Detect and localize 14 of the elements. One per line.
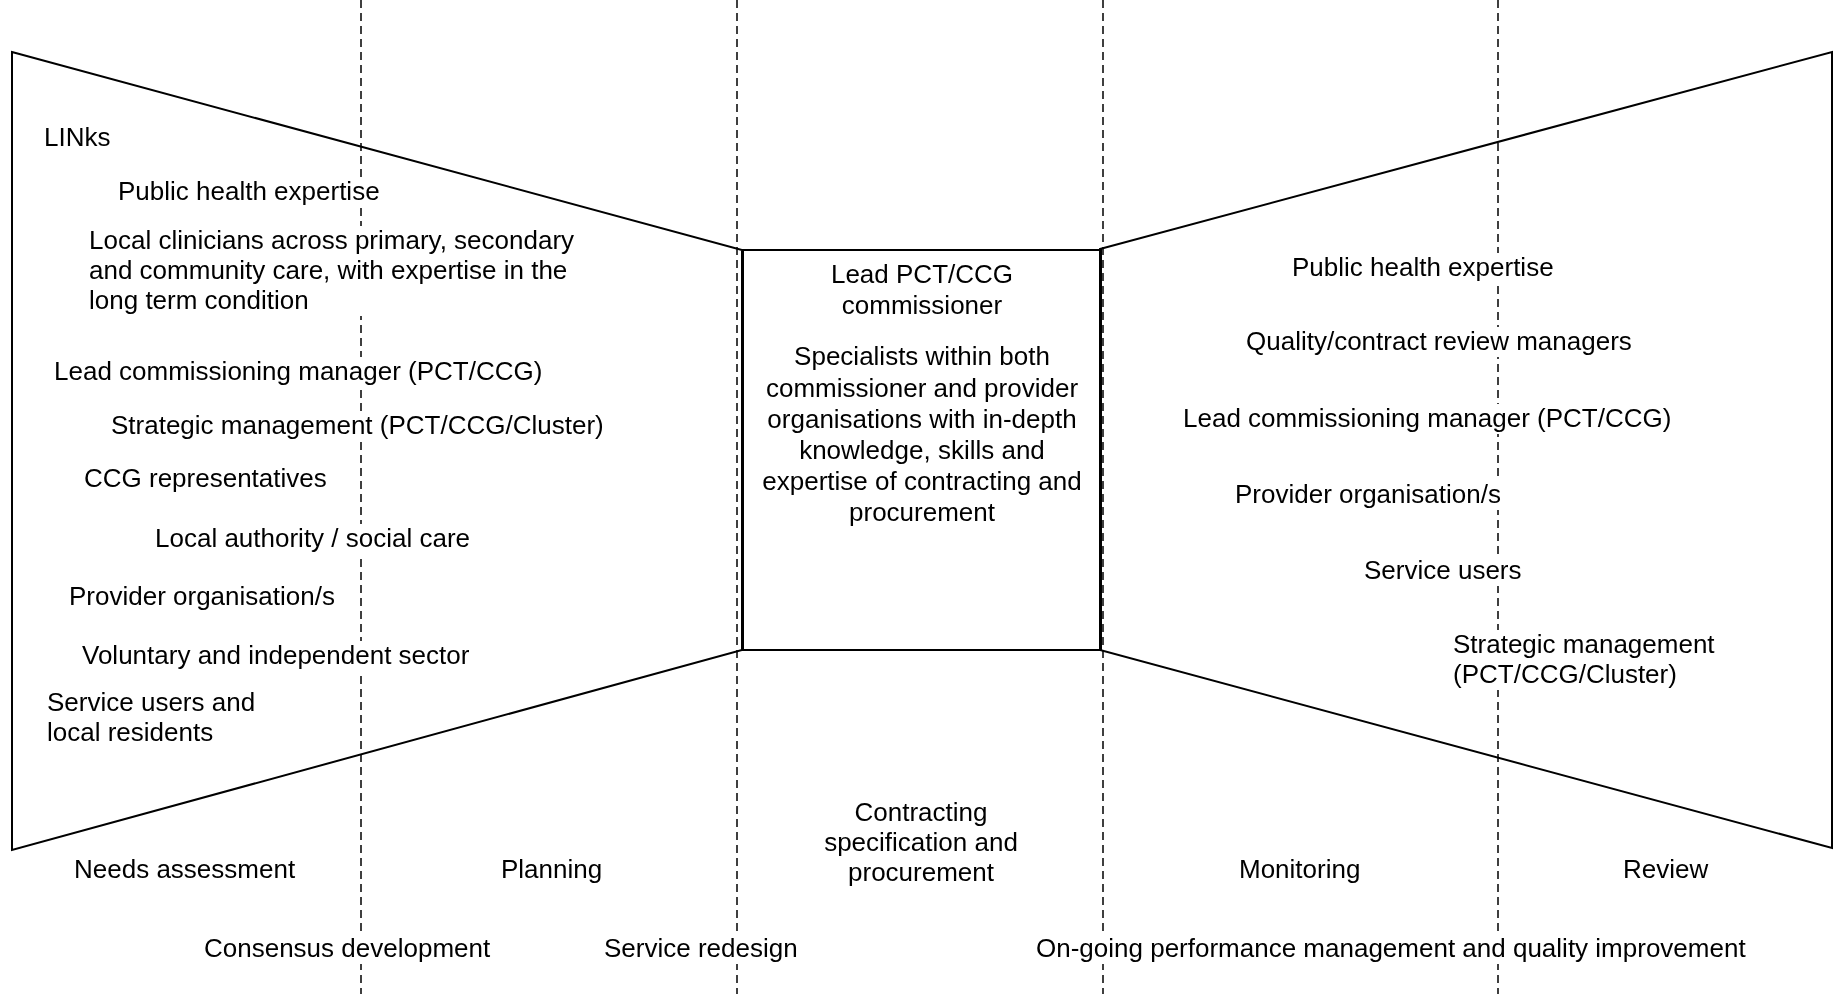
phase-label: Consensus development <box>204 934 491 964</box>
box-heading: Lead PCT/CCG commissioner <box>829 259 1015 322</box>
stakeholder-label: Service users <box>1364 556 1522 586</box>
process-box <box>742 249 1102 651</box>
stakeholder-label: Provider organisation/s <box>1235 480 1501 510</box>
stakeholder-label: Lead commissioning manager (PCT/CCG) <box>54 357 543 387</box>
box-text: Specialists within both commissioner and provider organisations with in-depth knowledge, skills and expertise of contracting and procurement <box>761 341 1083 529</box>
stakeholder-label: Voluntary and independent sector <box>82 641 470 671</box>
stakeholder-label: Public health expertise <box>1292 253 1554 283</box>
stakeholder-label: Local authority / social care <box>155 524 471 554</box>
phase-label: Service redesign <box>604 934 798 964</box>
phase-label: On-going performance management and quality improvement <box>1036 934 1746 964</box>
stakeholder-label: Quality/contract review managers <box>1246 327 1632 357</box>
stakeholder-label: Lead commissioning manager (PCT/CCG) <box>1183 404 1672 434</box>
